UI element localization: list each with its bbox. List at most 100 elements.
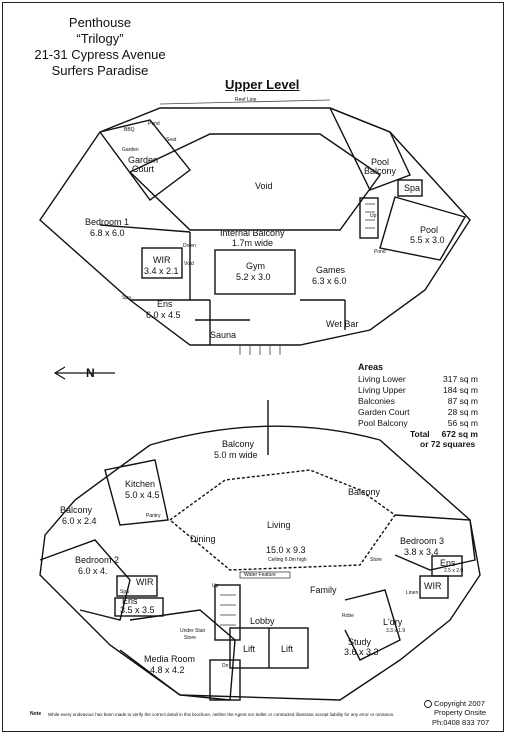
areas-row: Living Lower 317 sq m [358, 374, 478, 384]
kitchen-label: Kitchen [125, 479, 156, 489]
gym-label: Gym [246, 261, 265, 271]
bedroom1-dim: 6.8 x 6.0 [90, 228, 125, 238]
gym-outline [214, 249, 296, 295]
dining-label: Dining [190, 534, 216, 544]
ens-dim: 6.0 x 4.5 [146, 310, 181, 320]
lower-level-walls [39, 400, 481, 701]
lower-spa-small-label: Spa [120, 589, 129, 595]
balcony-left-label: Balcony [60, 505, 93, 515]
study-dim: 3.6 x 3.3 [344, 647, 379, 657]
pool-label: Pool [420, 225, 439, 235]
title-line-1: Penthouse [68, 15, 132, 30]
upper-level-heading: Upper Level [225, 77, 300, 92]
areas-row: Balconies 87 sq m [358, 396, 478, 406]
living-label: Living [267, 520, 291, 530]
store-label: Store [370, 557, 382, 563]
copyright-text: Copyright 2007 [434, 699, 485, 708]
study-label: Study [348, 637, 372, 647]
wir2-label: WIR [136, 577, 154, 587]
upper-outline [39, 107, 471, 346]
reef-line-label: Reef Line [235, 97, 257, 103]
family-label: Family [310, 585, 337, 595]
kitchen-outline [104, 459, 169, 526]
upper-pond-small-label: Pond [148, 121, 160, 127]
balcony-arc [149, 425, 381, 446]
areas-squares: or 72 squares [420, 439, 476, 449]
bedroom2-label: Bedroom 2 [75, 555, 120, 565]
pantry-label: Pantry [146, 513, 161, 519]
note-label: Note [30, 711, 42, 717]
upper-spa-small-label: Spa [122, 295, 131, 301]
bedroom3-outline [394, 514, 476, 571]
media-room-dim: 4.8 x 4.2 [150, 665, 185, 675]
linen-label: Linen [406, 590, 419, 596]
note-text: While every endeavour has been made to v… [48, 712, 395, 717]
phone-text: Ph:0408 833 707 [432, 718, 490, 727]
upper-level-walls [39, 107, 471, 346]
lower-level-details [220, 571, 291, 626]
wir3-label: WIR [424, 581, 442, 591]
ens2-dim: 3.5 x 3.5 [120, 605, 155, 615]
internal-balcony-label: Internal Balcony [220, 228, 285, 238]
pool-balcony-outline [329, 107, 411, 191]
bbq-label: BBQ [124, 127, 135, 133]
void-outline [129, 133, 381, 231]
games-label: Games [316, 265, 346, 275]
bedroom2-outline [39, 539, 131, 621]
title-line-3: 21-31 Cypress Avenue [34, 47, 166, 62]
balcony-left-dim: 6.0 x 2.4 [62, 516, 97, 526]
north-arrow [53, 366, 115, 380]
media-room-label: Media Room [144, 654, 196, 664]
north-label: N [86, 366, 95, 380]
upper-level-details [159, 99, 375, 355]
water-feature-label: Water Feature [244, 572, 276, 578]
under-stair-label: Under Stair [180, 628, 206, 634]
ceiling-label: Ceiling 6.0m high [268, 557, 307, 563]
bedroom3-label: Bedroom 3 [400, 536, 445, 546]
balcony-right-label: Balcony [348, 487, 381, 497]
wir-dim: 3.4 x 2.1 [144, 266, 179, 276]
garden-small-label: Garden [122, 147, 139, 153]
ens-label: Ens [157, 299, 173, 309]
ens3-dim: 2.5 x 2.0 [444, 568, 464, 574]
spa-outline [397, 179, 423, 197]
games-dim: 6.3 x 6.0 [312, 276, 347, 286]
kitchen-dim: 5.0 x 4.5 [125, 490, 160, 500]
balcony-label: Balcony [222, 439, 255, 449]
areas-row: Pool Balcony 56 sq m [358, 418, 478, 428]
internal-balcony-dim: 1.7m wide [232, 238, 274, 248]
copyright-symbol [424, 700, 432, 708]
robe-label: Robe [342, 613, 354, 619]
void-label: Void [255, 181, 273, 191]
pool-outline [379, 196, 467, 261]
areas-row: Living Upper 184 sq m [358, 385, 478, 395]
laundry-label: L'dry [383, 617, 403, 627]
areas-total-row: Total 672 sq m [410, 429, 478, 439]
title-line-4: Surfers Paradise [51, 63, 149, 78]
living-dim: 15.0 x 9.3 [266, 545, 306, 555]
under-stair-store-label: Store [184, 635, 196, 641]
lift-a-label: Lift [243, 644, 256, 654]
balcony-dim: 5.0 m wide [214, 450, 258, 460]
lower-stair-up-label: Up [212, 583, 219, 589]
gym-dim: 5.2 x 3.0 [236, 272, 271, 282]
company-text: Property Onsite [434, 708, 487, 717]
garden-court-outline [99, 119, 191, 201]
wet-bar-label: Wet Bar [326, 319, 359, 329]
bedroom3-dim: 3.8 x 3.4 [404, 547, 439, 557]
pool-dim: 5.5 x 3.0 [410, 235, 445, 245]
areas-row: Garden Court 28 sq m [358, 407, 478, 417]
pool-balcony-label: Pool Balcony [364, 157, 397, 176]
lower-outline [39, 439, 481, 701]
areas-heading: Areas [358, 362, 384, 372]
laundry-dim: 3.3 x 1.9 [386, 628, 406, 634]
lower-stair-dn-label: Dn [222, 663, 229, 669]
seat-label: Seat [166, 137, 177, 143]
study-outline [344, 589, 401, 661]
ens3-label: Ens [440, 558, 456, 568]
lift-b-label: Lift [281, 644, 294, 654]
ens2-label: Ens [122, 596, 138, 606]
pond-label: Pond [374, 249, 386, 255]
